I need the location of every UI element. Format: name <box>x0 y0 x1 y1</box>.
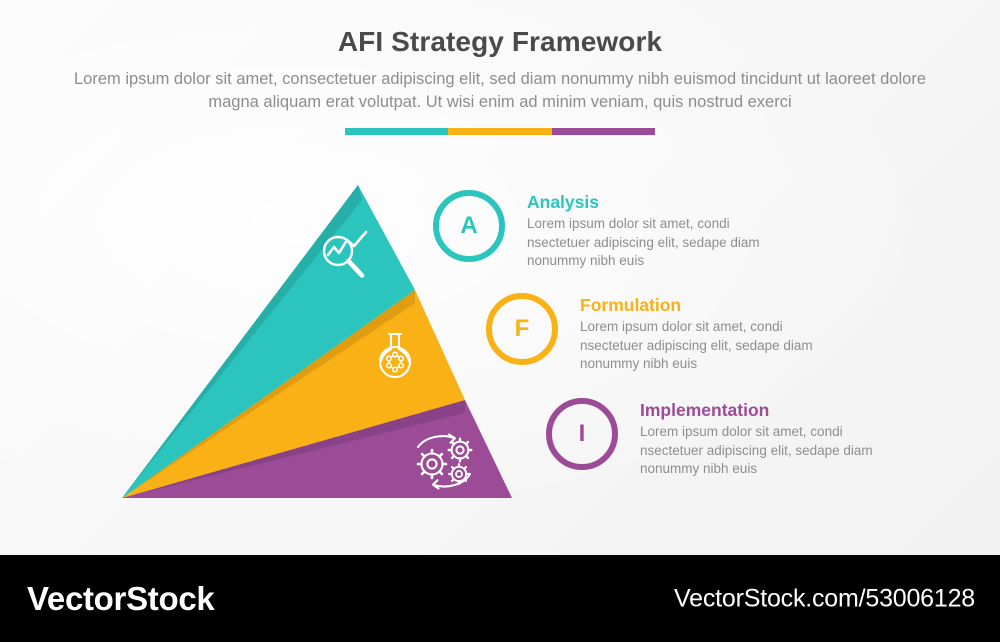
color-divider-bar <box>345 128 655 135</box>
legend-item-analysis[interactable]: A Analysis Lorem ipsum dolor sit amet, c… <box>433 190 777 271</box>
legend-heading-formulation: Formulation <box>580 295 682 315</box>
legend-heading-analysis: Analysis <box>527 192 599 212</box>
badge-analysis: A <box>433 190 505 262</box>
pyramid-layer-formulation[interactable] <box>122 290 465 498</box>
flask-molecule-icon <box>378 332 412 379</box>
vectorstock-logo: VectorStock <box>27 579 215 617</box>
legend-description-formulation: Lorem ipsum dolor sit amet, condi nsecte… <box>580 319 813 371</box>
divider-segment-teal <box>345 128 449 135</box>
legend-description-analysis: Lorem ipsum dolor sit amet, condi nsecte… <box>527 216 760 268</box>
legend-text-implementation: Implementation Lorem ipsum dolor sit ame… <box>640 398 890 479</box>
legend-item-formulation[interactable]: F Formulation Lorem ipsum dolor sit amet… <box>486 293 830 374</box>
gears-process-icon <box>416 433 473 490</box>
infographic-slide: AFI Strategy Framework Lorem ipsum dolor… <box>0 0 1000 555</box>
badge-formulation: F <box>486 293 558 365</box>
divider-segment-yellow <box>448 128 552 135</box>
watermark-footer: VectorStock VectorStock.com/53006128 <box>0 555 1000 642</box>
legend-heading-implementation: Implementation <box>640 400 770 420</box>
legend-text-analysis: Analysis Lorem ipsum dolor sit amet, con… <box>527 190 777 271</box>
pyramid-layer-analysis-shadow <box>122 185 362 498</box>
vectorstock-url: VectorStock.com/53006128 <box>674 584 975 612</box>
legend-text-formulation: Formulation Lorem ipsum dolor sit amet, … <box>580 293 830 374</box>
divider-segment-purple <box>551 128 655 135</box>
page-title: AFI Strategy Framework <box>337 26 663 57</box>
badge-implementation: I <box>546 398 618 470</box>
magnifier-chart-icon <box>322 230 368 278</box>
page-subtitle: Lorem ipsum dolor sit amet, consectetuer… <box>73 70 927 111</box>
legend-item-implementation[interactable]: I Implementation Lorem ipsum dolor sit a… <box>546 398 890 479</box>
pyramid-layer-analysis[interactable] <box>122 185 415 498</box>
pyramid-diagram <box>122 185 512 498</box>
legend-description-implementation: Lorem ipsum dolor sit amet, condi nsecte… <box>640 424 873 476</box>
